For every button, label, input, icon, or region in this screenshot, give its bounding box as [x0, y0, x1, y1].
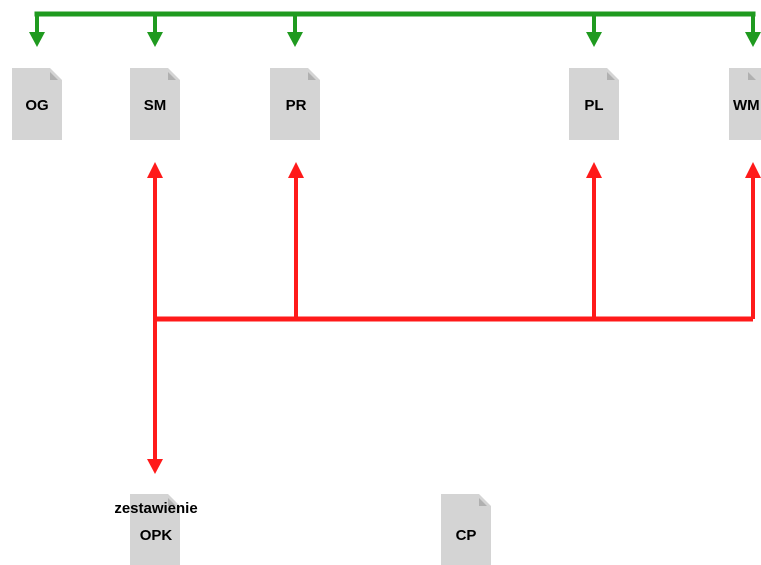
document-label-cp: CP	[456, 527, 477, 544]
document-cp: CP	[441, 494, 491, 565]
document-pr: PR	[270, 68, 320, 140]
document-fold-icon	[168, 498, 176, 506]
red-arrowhead-up-wm	[745, 162, 761, 178]
document-icon	[441, 494, 491, 565]
document-fold-icon	[479, 498, 487, 506]
document-opk: zestawienie OPK	[114, 494, 198, 565]
green-arrowhead-pr	[287, 32, 303, 47]
document-icon	[130, 494, 180, 565]
document-fold-icon	[308, 72, 316, 80]
document-icon	[569, 68, 619, 140]
document-fold-icon	[168, 72, 176, 80]
red-arrowhead-down-opk	[147, 459, 163, 474]
green-arrowhead-sm	[147, 32, 163, 47]
document-label-pr: PR	[286, 97, 307, 114]
document-icon	[729, 68, 761, 140]
document-label-sm: SM	[144, 97, 167, 114]
document-icon	[130, 68, 180, 140]
document-fold-icon	[748, 72, 756, 80]
green-arrowhead-og	[29, 32, 45, 47]
document-label-og: OG	[25, 97, 48, 114]
document-pl: PL	[569, 68, 619, 140]
red-collection-bus	[147, 162, 761, 474]
red-arrowhead-up-pl	[586, 162, 602, 178]
green-arrowhead-pl	[586, 32, 602, 47]
document-label-opk-line2: OPK	[140, 527, 173, 544]
red-arrowhead-up-sm	[147, 162, 163, 178]
document-fold-icon	[50, 72, 58, 80]
document-og: OG	[12, 68, 62, 140]
document-sm: SM	[130, 68, 180, 140]
document-icon	[270, 68, 320, 140]
green-distribution-bus	[29, 11, 761, 47]
document-fold-icon	[607, 72, 615, 80]
document-icon	[12, 68, 62, 140]
green-arrowhead-wm	[745, 32, 761, 47]
red-arrowhead-up-pr	[288, 162, 304, 178]
document-label-opk-line1: zestawienie	[114, 500, 197, 517]
document-label-pl: PL	[584, 97, 603, 114]
document-label-wm: WM	[733, 97, 760, 114]
document-wm: WM	[729, 68, 761, 140]
